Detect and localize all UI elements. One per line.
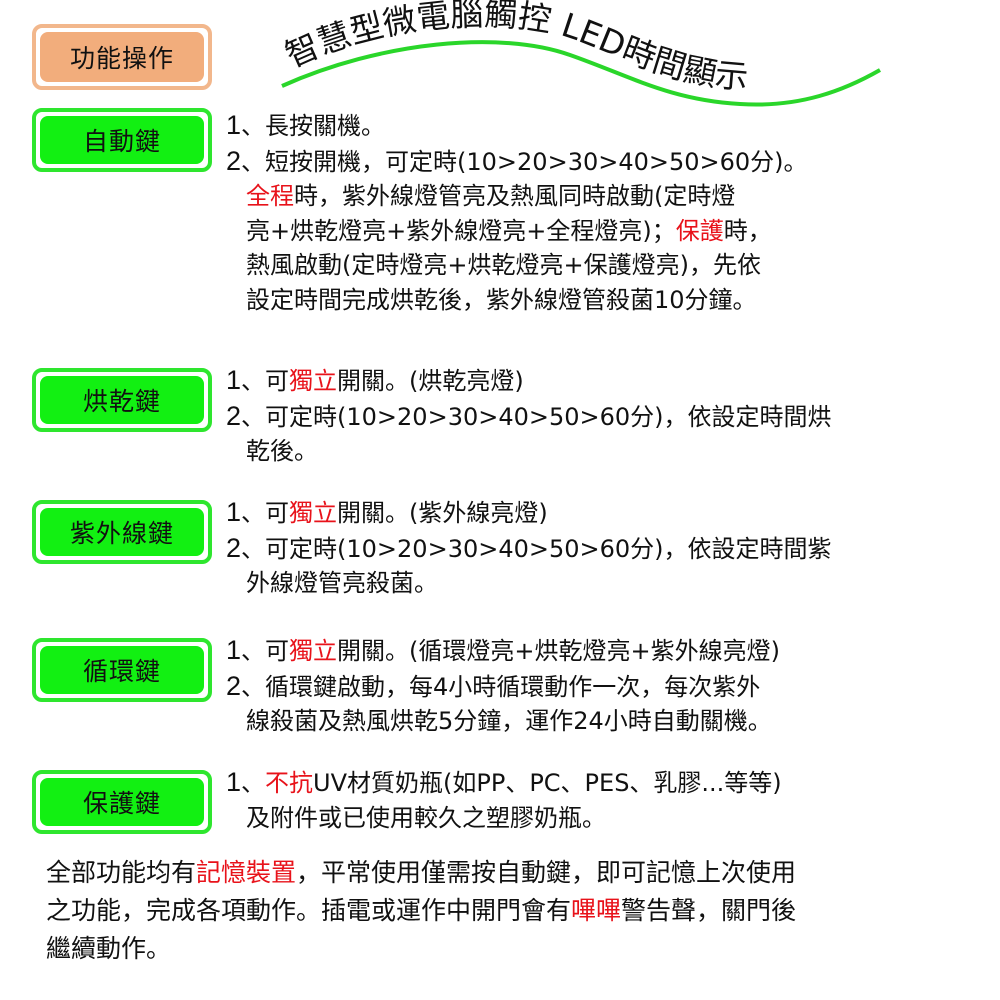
- dry-key-description: 1、可獨立開關。(烘乾亮燈) 2、可定時(10>20>30>40>50>60分)…: [226, 363, 832, 469]
- item-number: 1: [226, 497, 242, 527]
- cycle-key-badge: 循環鍵: [32, 638, 212, 702]
- desc-text: 亮+烘乾燈亮+紫外線燈亮+全程燈亮)；: [246, 216, 676, 245]
- uv-key-description: 1、可獨立開關。(紫外線亮燈) 2、可定時(10>20>30>40>50>60分…: [226, 495, 832, 601]
- footer-text: 警告聲，關門後: [621, 896, 797, 925]
- protect-key-description: 1、不抗UV材質奶瓶(如PP、PC、PES、乳膠...等等) 及附件或已使用較久…: [226, 765, 782, 835]
- title-underline-curve: [281, 40, 881, 107]
- item-number: 2: [226, 400, 242, 431]
- item-number: 2: [226, 670, 242, 701]
- desc-text: 開關。(循環燈亮+烘乾燈亮+紫外線亮燈): [337, 637, 780, 665]
- item-number: 1: [226, 635, 242, 665]
- desc-text: UV材質奶瓶(如PP、PC、PES、乳膠...等等): [313, 769, 782, 797]
- desc-text: 乾後。: [246, 437, 318, 465]
- dry-key-label: 烘乾鍵: [40, 376, 204, 424]
- desc-text: 、可: [241, 637, 290, 665]
- desc-text: 開關。(烘乾亮燈): [337, 367, 524, 395]
- desc-text: 、可定時(10>20>30>40>50>60分)，依設定時間紫: [241, 534, 832, 563]
- highlight-text: 不抗: [265, 769, 314, 797]
- desc-text: 熱風啟動(定時燈亮+烘乾燈亮+保護燈亮)，先依: [246, 251, 761, 279]
- desc-text: 、: [241, 769, 266, 797]
- cycle-key-label: 循環鍵: [40, 646, 204, 694]
- protect-key-label: 保護鍵: [40, 778, 204, 826]
- highlight-text: 記憶裝置: [196, 858, 297, 887]
- auto-key-label: 自動鍵: [40, 116, 204, 164]
- curved-title: 智慧型微電腦觸控 LED時間顯示: [279, 0, 881, 107]
- footer-note: 全部功能均有記憶裝置，平常使用僅需按自動鍵，即可記憶上次使用 之功能，完成各項動…: [46, 854, 796, 968]
- protect-key-badge: 保護鍵: [32, 770, 212, 834]
- desc-text: 、長按關機。: [241, 112, 386, 140]
- desc-text: 線殺菌及熱風烘乾5分鐘，運作24小時自動關機。: [246, 707, 772, 735]
- item-number: 1: [226, 365, 242, 395]
- desc-text: 、短按開機，可定時(10>20>30>40>50>60分)。: [241, 147, 808, 176]
- item-number: 1: [226, 767, 242, 797]
- desc-text: 設定時間完成烘乾後，紫外線燈管殺菌10分鐘。: [246, 285, 757, 314]
- auto-key-description: 1、長按關機。 2、短按開機，可定時(10>20>30>40>50>60分)。 …: [226, 108, 808, 317]
- footer-text: 繼續動作。: [46, 934, 172, 963]
- auto-key-badge: 自動鍵: [32, 108, 212, 172]
- section-label-badge: 功能操作: [32, 24, 212, 90]
- desc-text: 、可: [241, 499, 290, 527]
- title-text: 智慧型微電腦觸控 LED時間顯示: [279, 0, 749, 97]
- uv-key-badge: 紫外線鍵: [32, 500, 212, 564]
- desc-text: 時，紫外線燈管亮及熱風同時啟動(定時燈: [294, 182, 736, 210]
- uv-key-label: 紫外線鍵: [40, 508, 204, 556]
- dry-key-badge: 烘乾鍵: [32, 368, 212, 432]
- item-number: 2: [226, 532, 242, 563]
- desc-text: 外線燈管亮殺菌。: [246, 569, 438, 597]
- highlight-text: 嗶嗶: [571, 896, 622, 925]
- highlight-text: 保護: [675, 216, 724, 245]
- item-number: 1: [226, 110, 242, 140]
- highlight-text: 獨立: [289, 367, 338, 395]
- desc-text: 開關。(紫外線亮燈): [337, 499, 548, 527]
- footer-text: 之功能，完成各項動作。插電或運作中開門會有: [46, 896, 572, 925]
- desc-text: 、循環鍵啟動，每4小時循環動作一次，每次紫外: [241, 672, 761, 701]
- desc-text: 、可定時(10>20>30>40>50>60分)，依設定時間烘: [241, 402, 832, 431]
- highlight-text: 獨立: [289, 499, 338, 527]
- svg-text:智慧型微電腦觸控 LED時間顯示: 智慧型微電腦觸控 LED時間顯示: [279, 0, 749, 97]
- cycle-key-description: 1、可獨立開關。(循環燈亮+烘乾燈亮+紫外線亮燈) 2、循環鍵啟動，每4小時循環…: [226, 633, 780, 739]
- highlight-text: 獨立: [289, 637, 338, 665]
- footer-text: ，平常使用僅需按自動鍵，即可記憶上次使用: [296, 858, 797, 887]
- footer-text: 全部功能均有: [46, 858, 197, 887]
- desc-text: 時，: [723, 216, 772, 245]
- item-number: 2: [226, 145, 242, 176]
- section-label: 功能操作: [40, 32, 204, 82]
- highlight-text: 全程: [246, 182, 294, 210]
- desc-text: 、可: [241, 367, 290, 395]
- desc-text: 及附件或已使用較久之塑膠奶瓶。: [246, 803, 606, 832]
